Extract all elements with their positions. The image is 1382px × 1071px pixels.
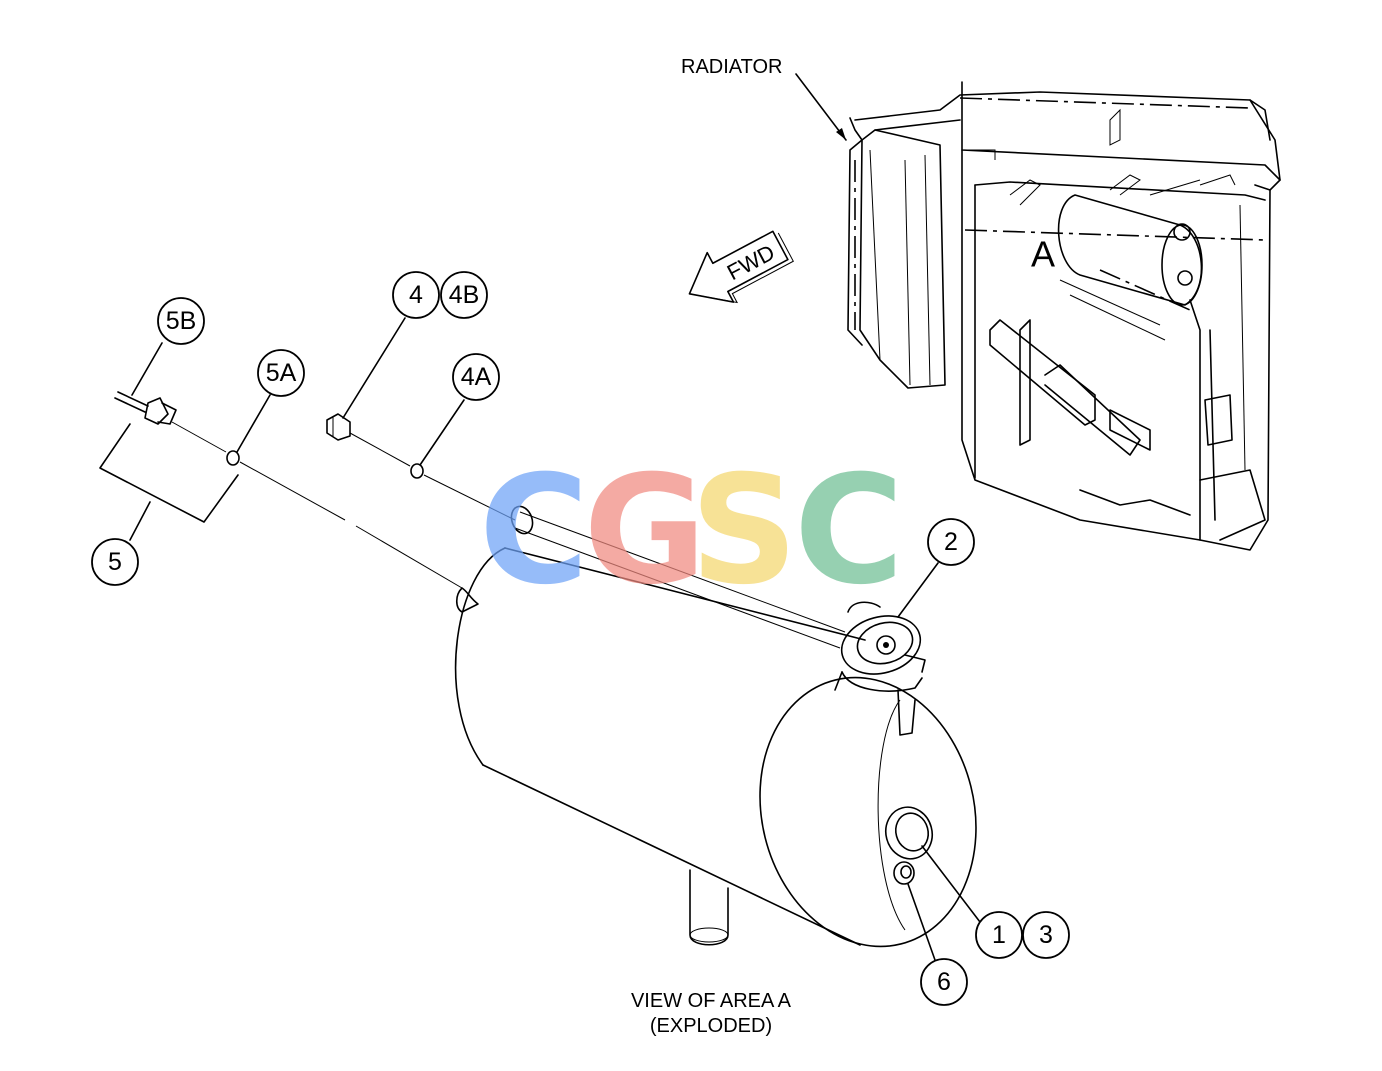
balloon-4a: 4A (452, 353, 500, 401)
radiator-label: RADIATOR (681, 56, 783, 78)
watermark-letter-g: G (583, 444, 706, 618)
svg-text:4A: 4A (461, 363, 492, 391)
balloon-4: 4 (392, 271, 440, 319)
o-ring-4a (410, 463, 424, 479)
radiator-leader-arrow (836, 128, 846, 140)
balloon-5a: 5A (257, 349, 305, 397)
pressure-cap (834, 601, 926, 736)
svg-text:5: 5 (108, 548, 122, 576)
bracket-5 (99, 423, 239, 523)
leader-5 (129, 501, 151, 541)
fwd-label: FWD (723, 240, 779, 286)
balloon-4b: 4B (440, 271, 488, 319)
explode-lines (171, 421, 846, 649)
balloon-5: 5 (91, 538, 139, 586)
watermark-letter-c1: C (479, 444, 589, 618)
balloon-1: 1 (975, 911, 1023, 959)
radiator-leader (795, 73, 847, 141)
o-ring-5a (226, 450, 240, 466)
svg-text:4: 4 (409, 281, 423, 309)
watermark-letter-s: S (690, 444, 798, 618)
fwd-arrow: FWD (688, 230, 794, 304)
watermark-letter-c2: C (794, 444, 904, 618)
fitting-4 (326, 413, 351, 441)
watermark-logo: C G S C (479, 444, 904, 618)
svg-text:1: 1 (992, 921, 1006, 949)
caption-line2: (EXPLODED) (650, 1015, 772, 1037)
drain-fitting (884, 806, 934, 885)
radiator-assembly (847, 81, 1281, 551)
svg-text:2: 2 (944, 528, 958, 556)
area-a-label: A (1031, 234, 1055, 275)
svg-text:5B: 5B (166, 307, 197, 335)
leader-lines (131, 317, 981, 961)
svg-text:3: 3 (1039, 921, 1053, 949)
svg-text:4B: 4B (449, 281, 480, 309)
svg-text:5A: 5A (266, 359, 297, 387)
fitting-5b (114, 391, 177, 425)
coolant-tank (454, 505, 977, 948)
caption-line1: VIEW OF AREA A (631, 990, 792, 1012)
balloon-2: 2 (927, 518, 975, 566)
balloon-6: 6 (920, 958, 968, 1006)
svg-text:6: 6 (937, 968, 951, 996)
balloon-3: 3 (1022, 911, 1070, 959)
balloon-5b: 5B (157, 297, 205, 345)
